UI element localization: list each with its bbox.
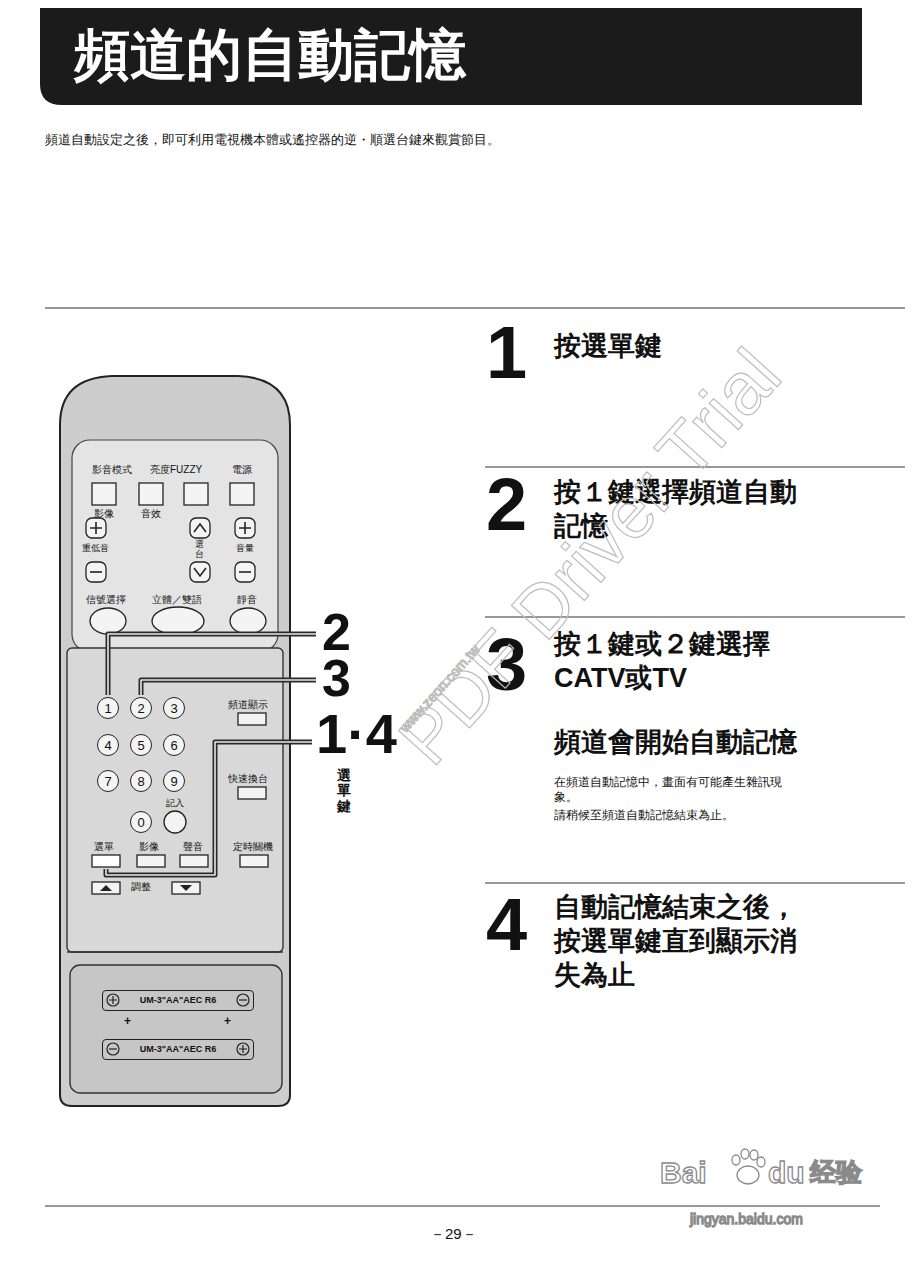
button-label: 選單 bbox=[94, 841, 114, 854]
leader-line bbox=[141, 680, 316, 695]
step-number: 1 bbox=[486, 316, 527, 390]
button-text: UM-3"AA"AEC R6 bbox=[140, 1045, 217, 1054]
button-text: 3 bbox=[170, 702, 177, 715]
step-text: 按選單鍵 bbox=[554, 330, 662, 364]
button-label: 定時關機 bbox=[233, 841, 273, 854]
polarity-mark: + bbox=[224, 1014, 231, 1029]
button-text: 0 bbox=[137, 816, 144, 829]
callout-number: 3 bbox=[322, 652, 351, 704]
leader-line bbox=[141, 680, 316, 695]
button-label: 亮度FUZZY bbox=[150, 464, 202, 477]
watermark: PDF Driver Trial bbox=[368, 317, 811, 798]
number-button: 2 bbox=[130, 697, 152, 719]
leader-line bbox=[106, 742, 312, 875]
page-number: －29－ bbox=[430, 1225, 477, 1244]
baidu-url: jingyan.baidu.com bbox=[690, 1211, 803, 1229]
number-button: 9 bbox=[163, 770, 185, 792]
rule-lines bbox=[45, 308, 905, 1206]
number-button: 3 bbox=[163, 697, 185, 719]
title-band bbox=[40, 8, 862, 105]
number-button: 4 bbox=[97, 734, 119, 756]
button-label: 頻道顯示 bbox=[228, 699, 268, 711]
button-text: 6 bbox=[170, 739, 177, 752]
step-note: 請稍候至頻道自動記憶結束為止。 bbox=[554, 808, 734, 823]
step-text: 自動記憶結束之後，按選單鍵直到顯示消失為止 bbox=[554, 891, 816, 992]
polarity-mark: + bbox=[124, 1014, 131, 1029]
button-label: 快速換台 bbox=[228, 773, 268, 785]
callout-label: 選單鍵 bbox=[337, 768, 351, 814]
baidu-logo-text: 经验 bbox=[810, 1156, 862, 1189]
button-text: 1 bbox=[104, 702, 111, 715]
number-button: 5 bbox=[130, 734, 152, 756]
button-label: 影像 bbox=[139, 841, 159, 854]
baidu-logo-text: Bai bbox=[660, 1154, 707, 1192]
battery: UM-3"AA"AEC R6 bbox=[102, 1039, 254, 1060]
baidu-logo-text: du bbox=[768, 1154, 805, 1192]
step-text: 按１鍵或２鍵選擇CATV或TV bbox=[554, 628, 816, 696]
number-button: 1 bbox=[97, 697, 119, 719]
leader-line bbox=[108, 634, 316, 695]
button-label: 調整 bbox=[131, 881, 151, 894]
step-note: 在頻道自動記憶中，畫面有可能產生雜訊現象。 bbox=[554, 775, 797, 805]
number-button: 0 bbox=[130, 811, 152, 833]
step-number: 2 bbox=[486, 468, 527, 542]
button-label: 靜音 bbox=[237, 594, 257, 606]
button-text: 5 bbox=[137, 739, 144, 752]
button-label: 信號選擇 bbox=[86, 594, 126, 606]
button-label: 立體／雙語 bbox=[152, 594, 202, 606]
button-label: 電源 bbox=[232, 464, 252, 477]
button-label: 記入 bbox=[166, 798, 184, 809]
button-label: 聲音 bbox=[183, 841, 203, 854]
button-text: 9 bbox=[170, 775, 177, 788]
button-text: 7 bbox=[104, 775, 111, 788]
leader-line bbox=[108, 634, 316, 695]
battery: UM-3"AA"AEC R6 bbox=[102, 990, 254, 1011]
intro-text: 頻道自動設定之後，即可利用電視機本體或遙控器的逆・順選台鍵來觀賞節目。 bbox=[45, 133, 500, 149]
button-label: 音效 bbox=[141, 508, 161, 521]
step-number: 4 bbox=[486, 888, 527, 962]
button-label: 選台 bbox=[195, 540, 204, 560]
button-label: 音量 bbox=[236, 543, 254, 554]
button-text: 8 bbox=[137, 775, 144, 788]
button-label: 影像 bbox=[94, 508, 114, 521]
button-text: 2 bbox=[137, 702, 144, 715]
button-text: 4 bbox=[104, 739, 111, 752]
button-label: 影音模式 bbox=[92, 464, 132, 477]
page-title: 頻道的自動記憶 bbox=[74, 20, 466, 90]
number-button: 8 bbox=[130, 770, 152, 792]
baidu-paw-logo bbox=[732, 1149, 765, 1184]
leader-line bbox=[106, 742, 312, 875]
number-button: 7 bbox=[97, 770, 119, 792]
callout-number: 2 bbox=[322, 606, 351, 658]
button-label: 重低音 bbox=[82, 543, 109, 554]
button-text: UM-3"AA"AEC R6 bbox=[140, 996, 217, 1005]
step-note-heading: 頻道會開始自動記憶 bbox=[554, 726, 797, 760]
number-button: 6 bbox=[163, 734, 185, 756]
leader-lines bbox=[106, 634, 316, 875]
